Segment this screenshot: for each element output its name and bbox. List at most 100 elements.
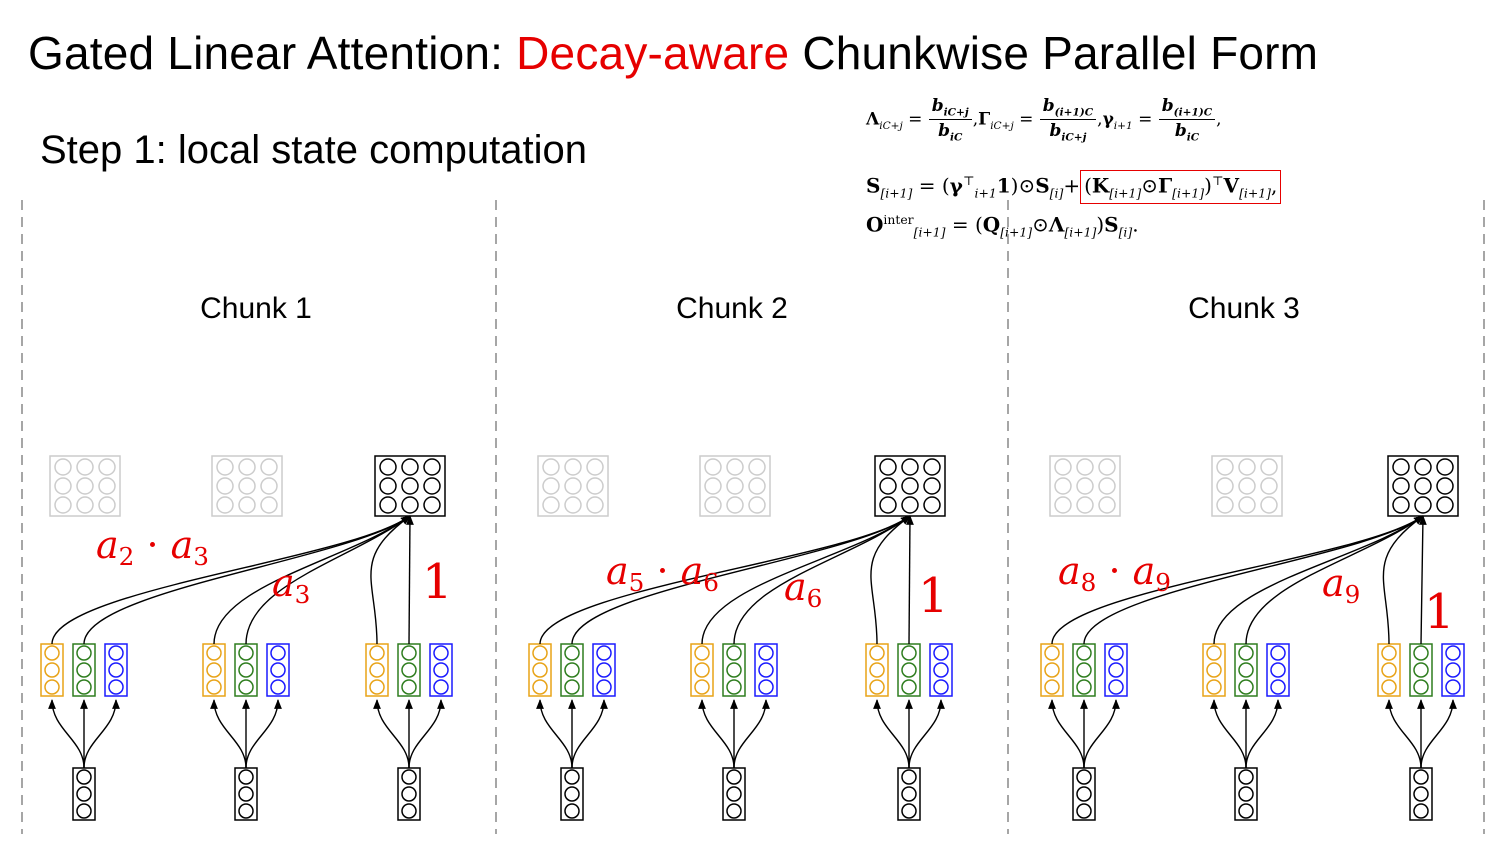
vector-cell bbox=[1238, 803, 1254, 819]
state-cell bbox=[586, 496, 604, 514]
state-cell bbox=[923, 496, 941, 514]
vector-cell bbox=[1076, 679, 1092, 695]
vector-cell bbox=[238, 769, 254, 785]
state-cell bbox=[238, 477, 256, 495]
vector-cell bbox=[433, 679, 449, 695]
projection-arrow bbox=[48, 699, 85, 769]
state-cell bbox=[542, 477, 560, 495]
vector-cell bbox=[1108, 662, 1124, 678]
vector-cell bbox=[532, 662, 548, 678]
state-contribution-arrow bbox=[701, 515, 911, 645]
state-contribution-arrow bbox=[1213, 515, 1424, 645]
state-cell bbox=[704, 477, 722, 495]
state-cell bbox=[1392, 477, 1410, 495]
vector-cell bbox=[1413, 645, 1429, 661]
vector-cell bbox=[1381, 645, 1397, 661]
state-contribution-arrow bbox=[1245, 515, 1424, 645]
state-cell bbox=[748, 477, 766, 495]
formula-state-update: S[i+1] = (γ⊤i+11)⊙S[i]+(K[i+1]⊙Γ[i+1])⊤V… bbox=[866, 170, 1282, 204]
state-cell bbox=[1436, 477, 1454, 495]
state-cell bbox=[1414, 458, 1432, 476]
vector-cell bbox=[270, 662, 286, 678]
vector-cell bbox=[108, 662, 124, 678]
state-cell bbox=[726, 477, 744, 495]
input-token-vector bbox=[722, 767, 746, 821]
chunk-label-2: Chunk 2 bbox=[676, 292, 788, 325]
state-cell bbox=[76, 458, 94, 476]
state-cell bbox=[1260, 477, 1278, 495]
state-cell bbox=[401, 477, 419, 495]
state-cell bbox=[1238, 477, 1256, 495]
state-cell bbox=[1054, 458, 1072, 476]
state-cell bbox=[1216, 458, 1234, 476]
vector-cell bbox=[1381, 662, 1397, 678]
state-cell bbox=[216, 477, 234, 495]
vector-cell bbox=[1076, 662, 1092, 678]
state-contribution-arrow bbox=[571, 515, 911, 645]
vector-cell bbox=[401, 662, 417, 678]
value-vector bbox=[429, 643, 453, 697]
state-cell bbox=[1238, 458, 1256, 476]
state-cell bbox=[54, 496, 72, 514]
chunk-state-matrix bbox=[374, 455, 446, 517]
vector-cell bbox=[564, 803, 580, 819]
state-cell bbox=[923, 477, 941, 495]
value-vector bbox=[929, 643, 953, 697]
vector-cell bbox=[869, 662, 885, 678]
key-vector bbox=[365, 643, 389, 697]
state-cell bbox=[879, 458, 897, 476]
input-token-vector bbox=[1409, 767, 1433, 821]
state-cell bbox=[54, 477, 72, 495]
vector-cell bbox=[726, 662, 742, 678]
projection-arrow bbox=[245, 699, 282, 769]
projection-arrow bbox=[373, 699, 410, 769]
key-vector bbox=[1202, 643, 1226, 697]
state-box-frame bbox=[1387, 455, 1459, 517]
state-box-frame bbox=[374, 455, 446, 517]
vector-cell bbox=[596, 679, 612, 695]
vector-cell bbox=[694, 662, 710, 678]
vector-cell bbox=[726, 786, 742, 802]
state-cell bbox=[1098, 458, 1116, 476]
input-token-vector bbox=[397, 767, 421, 821]
state-cell bbox=[76, 477, 94, 495]
decay-coefficient-one: 1 bbox=[422, 554, 453, 610]
key-vector bbox=[1377, 643, 1401, 697]
chunk-state-matrix bbox=[1387, 455, 1459, 517]
title-prefix: Gated Linear Attention: bbox=[28, 27, 517, 79]
vector-cell bbox=[564, 645, 580, 661]
value-vector bbox=[1266, 643, 1290, 697]
vector-cell bbox=[433, 645, 449, 661]
vector-cell bbox=[1076, 786, 1092, 802]
vector-cell bbox=[1238, 769, 1254, 785]
vector-cell bbox=[270, 679, 286, 695]
state-cell bbox=[98, 496, 116, 514]
state-contribution-arrow bbox=[1382, 515, 1424, 645]
value-vector bbox=[754, 643, 778, 697]
state-cell bbox=[260, 477, 278, 495]
state-cell bbox=[1216, 477, 1234, 495]
key-vector bbox=[202, 643, 226, 697]
formula-inter-output: Ointer[i+1] = (Q[i+1]⊙Λ[i+1])S[i]. bbox=[866, 212, 1139, 240]
state-cell bbox=[379, 477, 397, 495]
projection-arrow bbox=[536, 699, 573, 769]
gate-vector bbox=[560, 643, 584, 697]
vector-cell bbox=[270, 645, 286, 661]
vector-cell bbox=[433, 662, 449, 678]
input-token-vector bbox=[234, 767, 258, 821]
state-contribution-arrow bbox=[406, 515, 414, 645]
state-cell bbox=[1436, 458, 1454, 476]
decay-coefficient-mid: a3 bbox=[272, 561, 310, 609]
state-contribution-arrow bbox=[1418, 515, 1427, 645]
state-contribution-arrow bbox=[245, 515, 411, 645]
state-box-frame bbox=[1049, 455, 1121, 517]
faded-state-matrix bbox=[537, 455, 609, 517]
state-cell bbox=[216, 496, 234, 514]
state-box-frame bbox=[874, 455, 946, 517]
vector-cell bbox=[532, 645, 548, 661]
vector-cell bbox=[758, 679, 774, 695]
state-contribution-arrow bbox=[870, 515, 911, 645]
state-contribution-arrow bbox=[83, 515, 411, 645]
state-cell bbox=[748, 496, 766, 514]
